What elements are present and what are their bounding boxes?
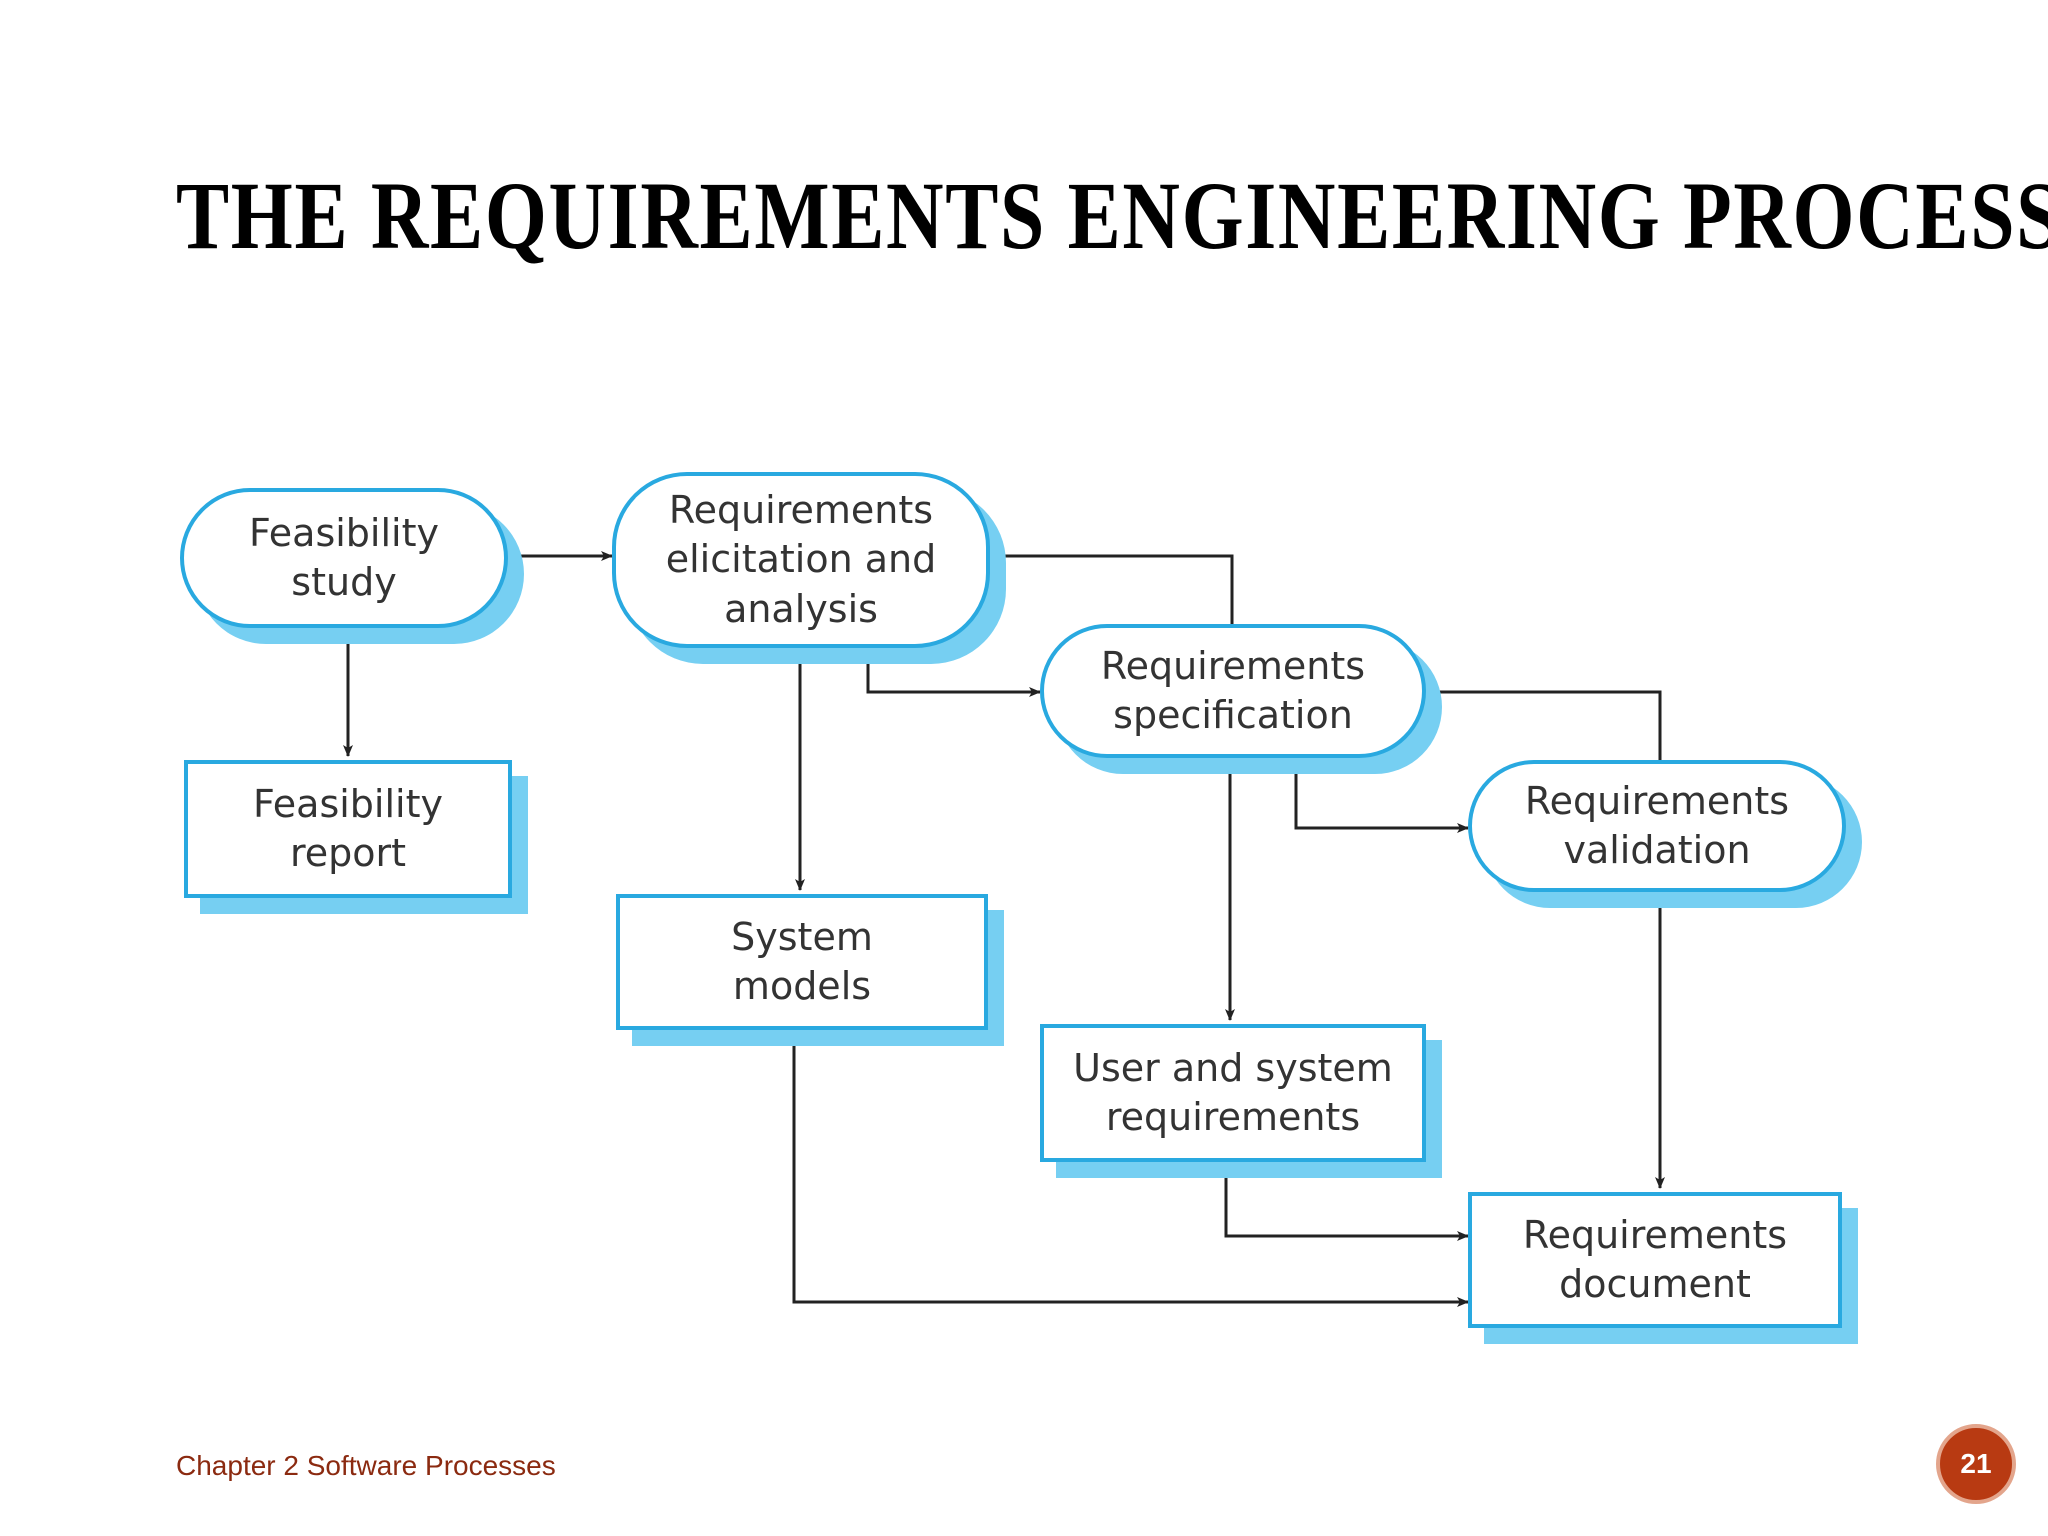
node-user-system-requirements: User and system requirements (1040, 1024, 1426, 1162)
node-requirements-elicitation-label: Requirements elicitation and analysis (665, 487, 937, 631)
node-requirements-document: Requirements document (1468, 1192, 1842, 1328)
slide-title: THE REQUIREMENTS ENGINEERING PROCESS (176, 162, 2048, 269)
node-feasibility-study: Feasibility study (180, 488, 508, 628)
node-requirements-specification-label: Requirements specification (1100, 643, 1366, 737)
arrow-validation-to-specification (1425, 687, 1662, 760)
node-requirements-validation-label: Requirements validation (1524, 778, 1790, 872)
arrow-elicitation-to-specification (866, 648, 1041, 697)
node-requirements-document-label: Requirements document (1522, 1212, 1788, 1306)
node-requirements-validation: Requirements validation (1468, 760, 1846, 892)
arrow-user-requirements-to-document (1224, 1162, 1469, 1241)
node-user-system-requirements-label: User and system requirements (1073, 1045, 1393, 1139)
page-number-badge: 21 (1936, 1424, 2016, 1504)
node-requirements-elicitation: Requirements elicitation and analysis (612, 472, 990, 648)
slide-footer: Chapter 2 Software Processes (176, 1450, 556, 1481)
node-requirements-specification: Requirements specification (1040, 624, 1426, 758)
node-feasibility-study-label: Feasibility study (249, 510, 439, 604)
arrow-specification-to-validation (1294, 758, 1469, 833)
node-system-models: System models (616, 894, 988, 1030)
arrow-specification-to-elicitation (989, 551, 1234, 624)
node-feasibility-report: Feasibility report (184, 760, 512, 898)
arrow-models-to-document (792, 1030, 1469, 1307)
node-feasibility-report-label: Feasibility report (253, 781, 443, 875)
node-system-models-label: System models (731, 914, 873, 1008)
